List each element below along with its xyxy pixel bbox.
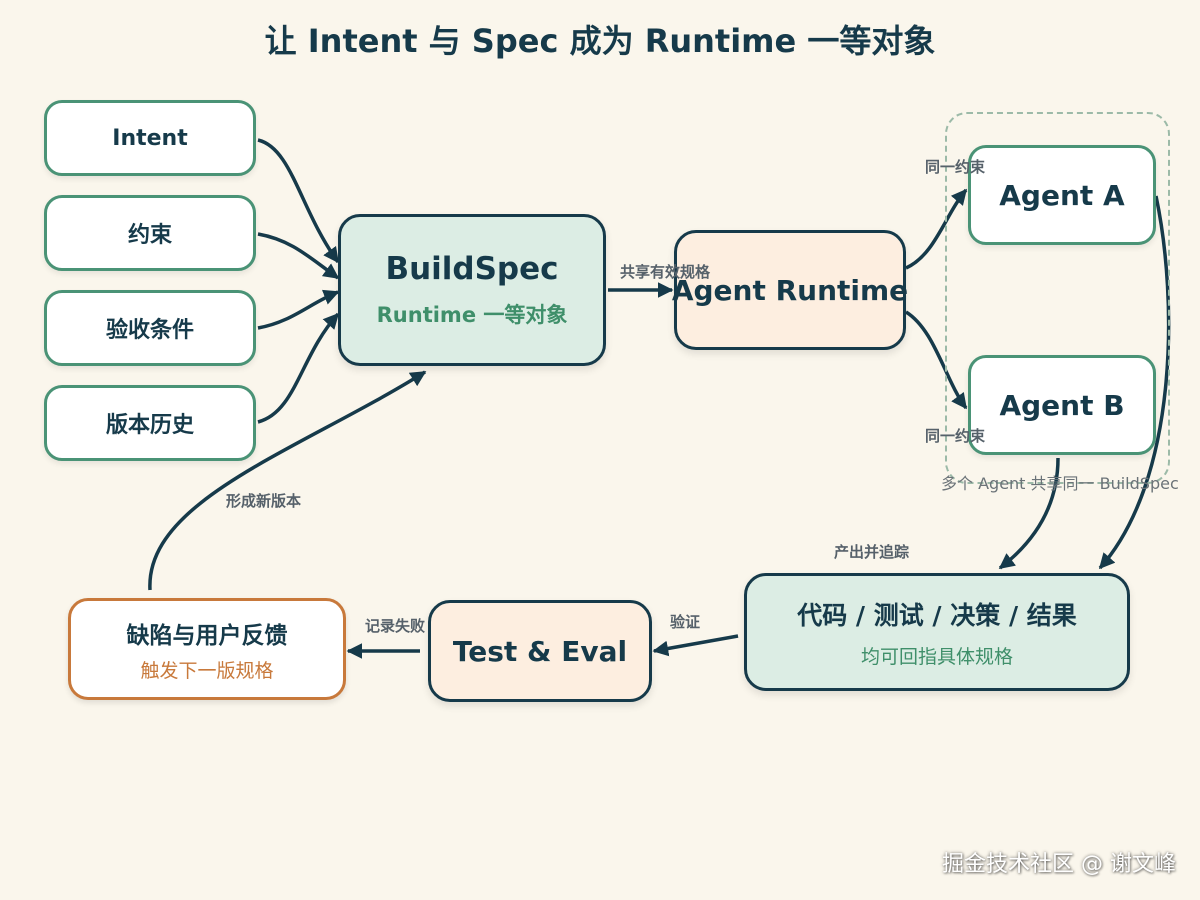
edge-acceptance-to-buildspec [257,289,340,330]
artifacts-title: 代码 / 测试 / 决策 / 结果 [797,600,1077,630]
feedback-node: 缺陷与用户反馈 触发下一版规格 [68,598,346,700]
edge-feedback-to-buildspec [148,370,427,591]
buildspec-title: BuildSpec [385,251,559,287]
agent-a-node: Agent A [968,145,1156,245]
buildspec-node: BuildSpec Runtime 一等对象 [338,214,606,366]
history-label: 版本历史 [105,413,194,438]
edge-label-produce-trace: 产出并追踪 [834,543,910,561]
agent-b-label: Agent B [999,388,1125,422]
edge-agent-b-to-artifacts [998,457,1060,570]
feedback-subtitle: 触发下一版规格 [140,659,274,682]
watermark: 掘金技术社区 @ 谢文峰 [942,852,1176,877]
artifacts-node: 代码 / 测试 / 决策 / 结果 均可回指具体规格 [744,573,1130,691]
edge-artifacts-to-testeval [652,634,739,657]
acceptance-label: 验收条件 [105,318,194,343]
diagram-title: 让 Intent 与 Spec 成为 Runtime 一等对象 [264,22,936,60]
test-eval-node: Test & Eval [428,600,652,702]
edge-runtime-to-agent-b [905,310,968,410]
edge-label-verify: 验证 [670,613,701,631]
edge-label-shared-spec: 共享有效规格 [620,263,711,281]
feedback-title: 缺陷与用户反馈 [126,622,288,649]
edge-history-to-buildspec [257,312,340,424]
history-node: 版本历史 [44,385,256,461]
edge-label-new-version: 形成新版本 [226,492,302,510]
edge-label-same-constraint-b: 同一约束 [925,427,986,445]
buildspec-subtitle: Runtime 一等对象 [376,303,568,327]
intent-label: Intent [112,125,188,151]
agent-runtime-node: Agent Runtime [671,230,909,350]
agent-a-label: Agent A [999,178,1125,212]
agent-runtime-title: Agent Runtime [671,273,909,307]
edge-constraints-to-buildspec [257,232,340,280]
artifacts-subtitle: 均可回指具体规格 [860,645,1013,668]
edge-label-record-failure: 记录失败 [365,617,426,635]
constraints-node: 约束 [44,195,256,271]
edge-agent-a-to-artifacts [1098,195,1171,570]
edge-label-same-constraint-a: 同一约束 [925,158,986,176]
constraints-label: 约束 [127,223,172,248]
agent-group-border [945,112,1170,484]
intent-node: Intent [44,100,256,176]
acceptance-node: 验收条件 [44,290,256,366]
test-eval-title: Test & Eval [452,634,628,668]
edge-intent-to-buildspec [257,138,340,264]
edge-runtime-to-agent-a [905,188,968,270]
agent-group-label: 多个 Agent 共享同一 BuildSpec [941,474,1179,493]
agent-b-node: Agent B [968,355,1156,455]
